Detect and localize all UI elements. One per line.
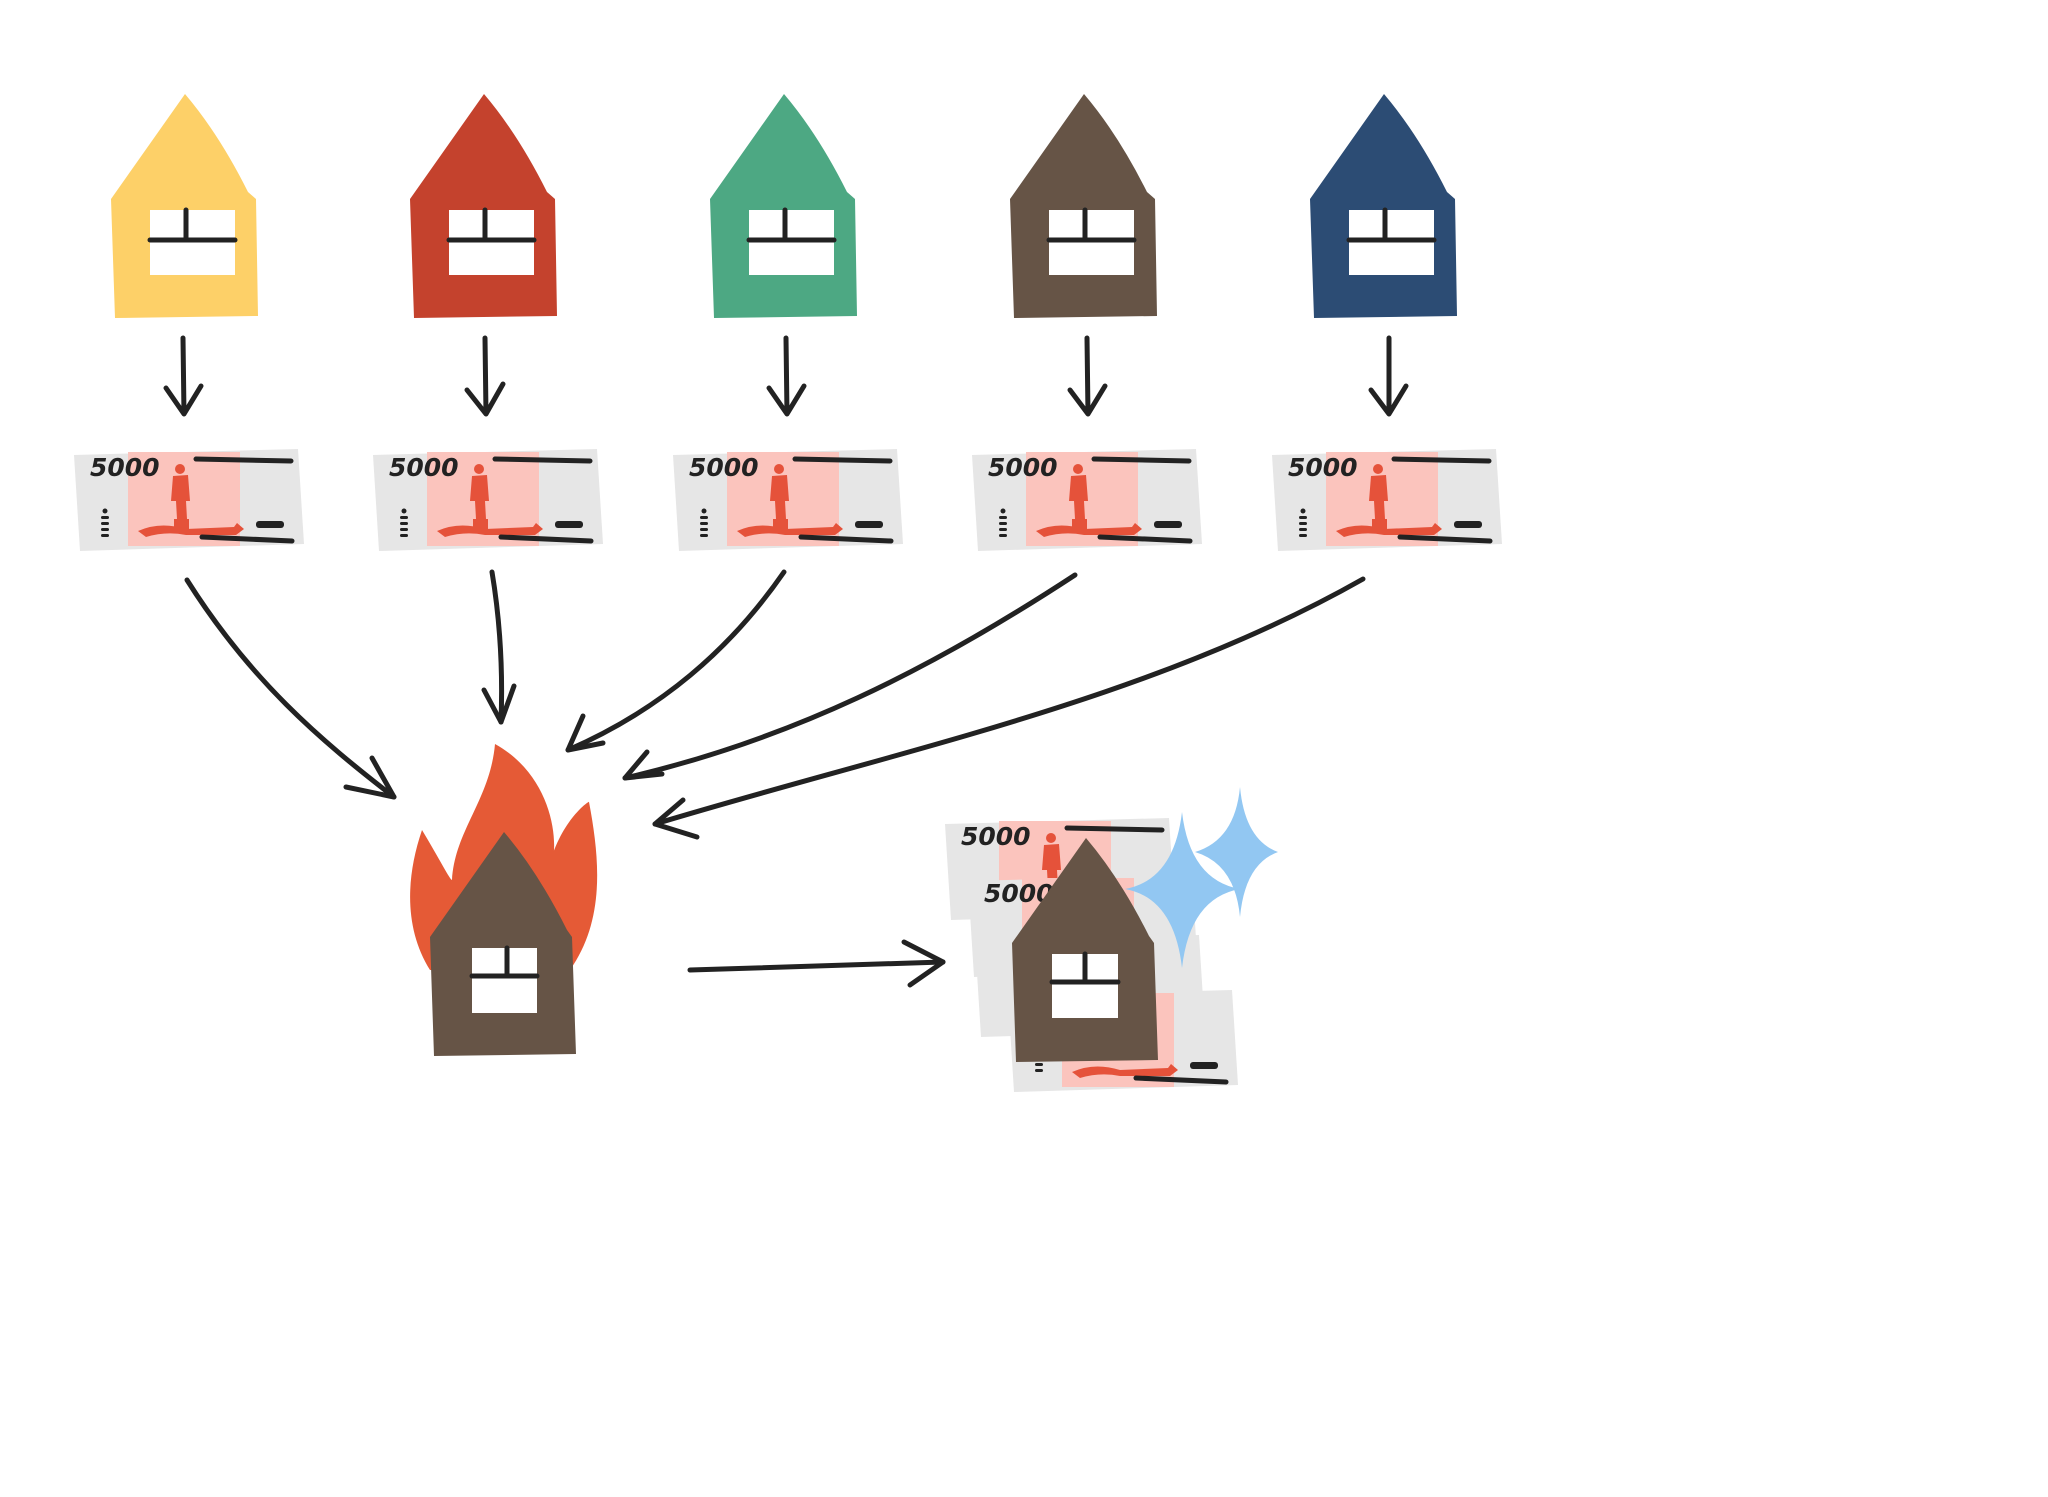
house-green (710, 94, 857, 318)
house-red (410, 94, 557, 318)
house-navy (1310, 94, 1457, 318)
arrow-down-3 (766, 335, 807, 417)
banknote-2-value: 5000 (389, 453, 459, 482)
banknote-4-value: 5000 (988, 453, 1058, 482)
arrow-curve-3 (565, 569, 787, 753)
converging-arrows (184, 569, 1366, 840)
banknote-4: 5000 (972, 449, 1202, 551)
house-brown (1010, 94, 1157, 318)
banknote-3: 5000 (673, 449, 903, 551)
house-on-money-icon (1012, 838, 1158, 1062)
payout-group: 5000 5000 (945, 787, 1278, 1092)
banknote-1: 5000 (74, 449, 304, 551)
banknote-5-value: 5000 (1288, 453, 1358, 482)
arrow-curve-1 (184, 577, 397, 800)
sparkle-icon (1125, 812, 1240, 968)
down-arrows (163, 335, 1409, 417)
burning-house-body (430, 832, 576, 1056)
banknote-5: 5000 (1272, 449, 1502, 551)
arrow-curve-5 (652, 576, 1366, 827)
arrow-curve-2 (489, 569, 505, 725)
banknote-2: 5000 (373, 449, 603, 551)
sparkle-icon (1195, 787, 1278, 917)
arrow-down-2 (464, 335, 506, 417)
arrow-down-5 (1368, 335, 1409, 417)
burning-house (410, 744, 598, 1056)
payout-note-1-value: 5000 (961, 822, 1031, 851)
banknote-1-value: 5000 (90, 453, 160, 482)
arrow-curve-4 (622, 572, 1078, 781)
arrow-down-1 (163, 335, 204, 417)
arrow-down-4 (1067, 335, 1108, 417)
house-yellow (111, 94, 258, 318)
banknote-3-value: 5000 (689, 453, 759, 482)
arrow-to-payout (687, 939, 946, 988)
